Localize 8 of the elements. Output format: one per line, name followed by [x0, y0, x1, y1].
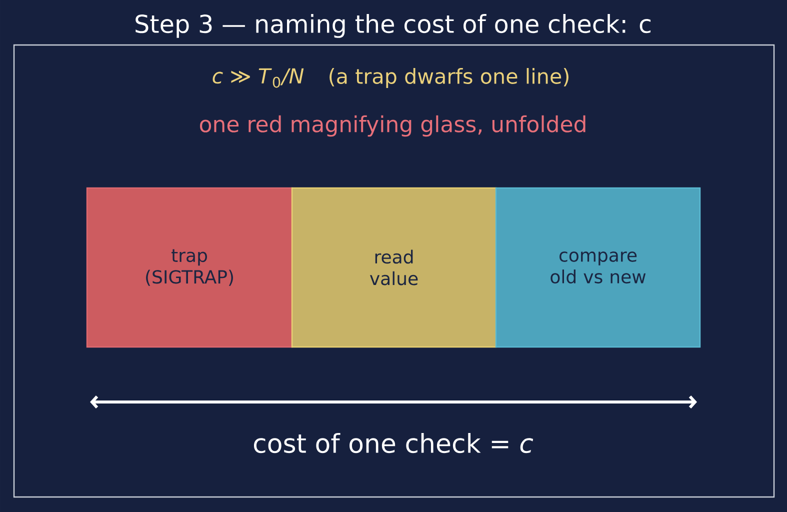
subtitle: one red magnifying glass, unfolded [200, 115, 586, 137]
measure-label: cost of one check = c [254, 432, 534, 454]
title: Step 3 — naming the cost of one check: c [136, 14, 651, 38]
step-box: trap (SIGTRAP) [86, 187, 293, 348]
formula-note: (a trap dwarfs one line) [330, 68, 568, 88]
step-box: compare old vs new [495, 187, 701, 348]
formula: c ≫ T$_{0}$/N [212, 68, 304, 88]
step-box: read value [291, 187, 497, 348]
